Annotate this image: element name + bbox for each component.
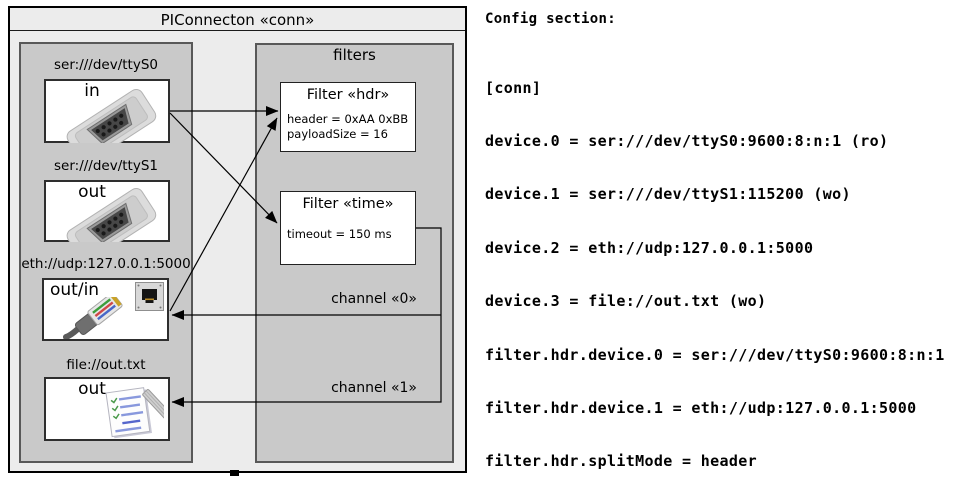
filter-hdr-box: Filter «hdr» header = 0xAA 0xBB payloadS… [280,82,416,152]
config-section-heading: Config section: [485,11,616,27]
device-box-file: out [44,377,170,441]
device-label-ttyS1: ser:///dev/ttyS1 [54,158,158,174]
filter-hdr-param-header: header = 0xAA 0xBB [287,112,409,126]
config-line: filter.hdr.device.0 = ser:///dev/ttyS0:9… [485,345,945,364]
filter-time-box: Filter «time» timeout = 150 ms [280,191,416,265]
config-line: device.0 = ser:///dev/ttyS0:9600:8:n:1 (… [485,131,889,150]
config-section-body: [conn] device.0 = ser:///dev/ttyS0:9600:… [485,44,954,484]
config-line: device.3 = file://out.txt (wo) [485,292,767,311]
device-label-file: file://out.txt [66,357,146,373]
config-line: device.1 = ser:///dev/ttyS1:115200 (wo) [485,185,851,204]
device-direction: out [78,182,106,202]
title-separator [10,30,465,31]
config-line: filter.hdr.splitMode = header [485,452,758,471]
filter-hdr-title: Filter «hdr» [306,87,390,103]
device-direction: out/in [50,280,100,300]
config-line: device.2 = eth://udp:127.0.0.1:5000 [485,238,814,257]
ethernet-plug-icon [63,297,123,339]
channel-1-label: channel «1» [331,380,417,396]
device-direction: in [84,81,100,101]
device-direction: out [78,379,106,399]
device-label-eth: eth://udp:127.0.0.1:5000 [21,256,191,272]
config-line: filter.hdr.device.1 = eth://udp:127.0.0.… [485,398,917,417]
filter-time-title: Filter «time» [302,196,394,212]
device-label-ttyS0: ser:///dev/ttyS0 [54,57,158,73]
filter-hdr-param-payloadsize: payloadSize = 16 [287,127,388,141]
channel-0-label: channel «0» [331,291,417,307]
filters-panel-label: filters [333,46,376,64]
diagram-title: PIConnecton «conn» [160,11,315,29]
ethernet-rj45-icon [135,282,164,311]
device-box-ttyS1: out [44,180,170,242]
device-box-eth: out/in [42,278,169,341]
device-box-ttyS0: in [44,79,170,143]
filter-time-param-timeout: timeout = 150 ms [287,227,392,241]
config-line: [conn] [485,78,542,97]
